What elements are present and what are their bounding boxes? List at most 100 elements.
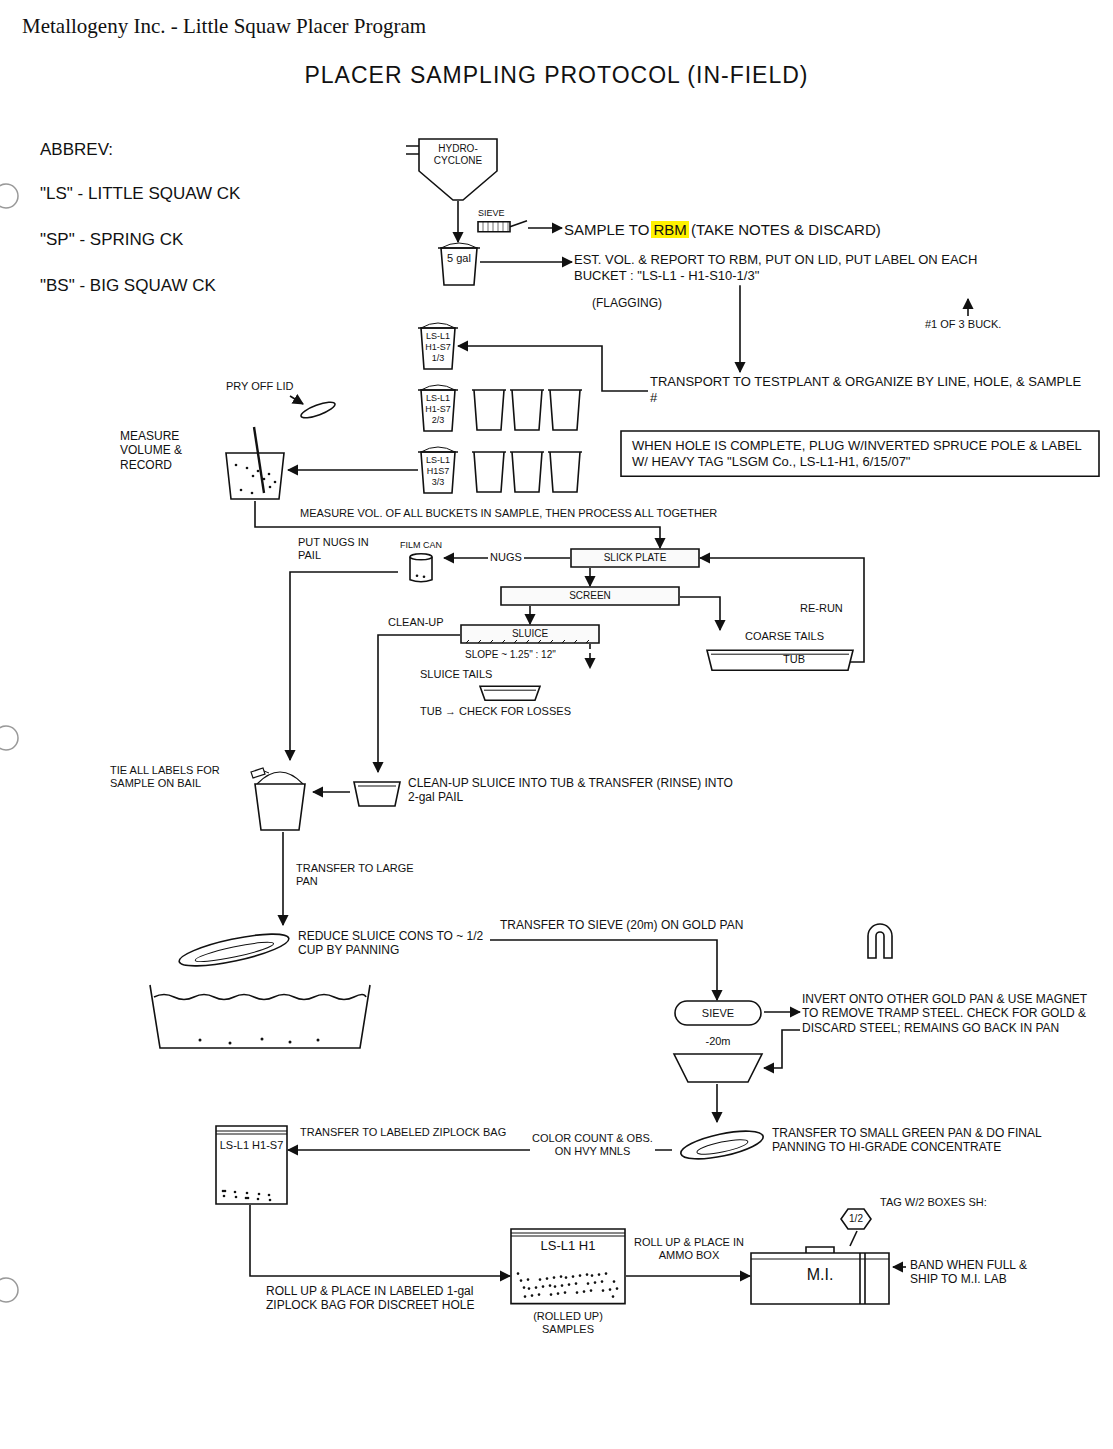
- outline-stroke: [483, 222, 484, 232]
- gravel-dot: [561, 1284, 564, 1287]
- ammo-box: M.I.: [750, 1245, 890, 1305]
- node-text: LS-L1 H1-S7 2/3: [420, 393, 456, 425]
- outline-stroke: [251, 768, 265, 778]
- gravel-dot: [257, 470, 260, 473]
- gravel-dot: [268, 473, 271, 476]
- punch-hole: [0, 726, 18, 750]
- gravel-dot: [258, 1193, 261, 1196]
- sample-pail: TIE ALL LABELS FOR SAMPLE ON BAIL: [108, 760, 313, 832]
- step-note: SAMPLE TO RBM (TAKE NOTES & DISCARD): [562, 219, 1002, 241]
- outline-stroke: [510, 221, 527, 227]
- flow-arrow: [680, 597, 720, 630]
- node-text: SLICK PLATE: [576, 552, 694, 564]
- flow-arrow: [716, 1084, 718, 1122]
- empty-bucket: [510, 390, 544, 430]
- outline-stroke: [526, 640, 529, 643]
- gravel-dot: [246, 1192, 249, 1195]
- sediment-dot: [261, 1038, 264, 1041]
- outline-stroke: [421, 390, 455, 431]
- bucket: LS-L1 H1-S7 1/3: [418, 322, 458, 370]
- edge-label: MEASURE VOL. OF ALL BUCKETS IN SAMPLE, T…: [300, 507, 717, 520]
- pan-bottom: [194, 939, 274, 965]
- flow-arrow: [378, 635, 460, 772]
- flow-arrow: [282, 832, 284, 925]
- edge-label: NUGS: [488, 551, 524, 564]
- node-text: MEASURE VOLUME & RECORD: [120, 429, 216, 472]
- gravel-dot: [560, 1275, 563, 1278]
- company-heading: Metallogeny Inc. - Little Squaw Placer P…: [22, 14, 426, 39]
- flow-arrow: [313, 791, 350, 793]
- flow-arrow: [528, 227, 562, 229]
- gravel-dot: [550, 1293, 553, 1296]
- gravel-dot: [587, 1282, 590, 1285]
- outline-stroke: [707, 650, 853, 670]
- outline-stroke: [264, 771, 269, 773]
- bucket: 5 gal: [438, 242, 480, 286]
- gravel-dot: [528, 1287, 531, 1290]
- gravel-dot: [565, 1276, 568, 1279]
- gravel-dot: [542, 1285, 545, 1288]
- sediment-dot: [199, 1039, 202, 1042]
- outline-stroke: [511, 1233, 625, 1236]
- empty-bucket: [548, 390, 582, 430]
- outline-stroke: [841, 1209, 871, 1229]
- gravel-dot: [572, 1275, 575, 1278]
- page-title: PLACER SAMPLING PROTOCOL (IN-FIELD): [0, 62, 1113, 90]
- flow-arrow: [288, 469, 418, 471]
- bucket-lid: [299, 399, 336, 421]
- sediment-dot: [289, 1041, 292, 1044]
- gravel-dot: [234, 1191, 237, 1194]
- note-text: (FLAGGING): [592, 296, 662, 310]
- outline-stroke: [538, 640, 541, 643]
- outline-stroke: [255, 784, 305, 830]
- gravel-dot: [601, 1280, 604, 1283]
- sluice-box: SLUICE: [460, 624, 600, 644]
- outline-stroke: [550, 640, 553, 643]
- node-text: SAMPLE TO RBM (TAKE NOTES & DISCARD): [564, 221, 1000, 239]
- magnet-symbol: [868, 924, 892, 958]
- outline-stroke: [421, 323, 455, 328]
- node-text: EST. VOL. & REPORT TO RBM, PUT ON LID, P…: [574, 252, 1010, 283]
- gravel-dot: [564, 1291, 567, 1294]
- node-text: LS-L1 H1: [514, 1238, 622, 1254]
- node-text: COARSE TAILS: [745, 630, 843, 643]
- outline-stroke: [490, 640, 493, 643]
- outline-stroke: [418, 389, 458, 391]
- gravel-dot: [224, 1190, 227, 1193]
- gravel-dot: [269, 1199, 272, 1202]
- outline-stroke: [421, 452, 455, 493]
- empty-bucket: [472, 390, 506, 430]
- punch-hole: [0, 184, 18, 208]
- gravel-dot: [268, 1194, 271, 1197]
- gravel-dot: [520, 1279, 523, 1282]
- gallon-bag: LS-L1 H1 (ROLLED UP) SAMPLES: [510, 1228, 626, 1336]
- gravel-dot: [602, 1289, 605, 1292]
- node-text: (ROLLED UP) SAMPLES: [514, 1310, 622, 1336]
- node-text: REDUCE SLUICE CONS TO ~ 1/2 CUP BY PANNI…: [298, 929, 486, 958]
- gravel-dot: [527, 1278, 530, 1281]
- empty-bucket: [510, 452, 544, 492]
- gravel-dot: [590, 1289, 593, 1292]
- flow-arrow: [589, 644, 591, 668]
- abbreviation: "BS" - BIG SQUAW CK: [40, 276, 216, 296]
- gravel-dot: [575, 1282, 578, 1285]
- node-text: SCREEN: [506, 590, 674, 602]
- flow-arrow: [290, 572, 398, 760]
- sieve-rim: [675, 1001, 761, 1025]
- outline-stroke: [216, 1126, 287, 1204]
- wash-basin: [150, 985, 370, 1048]
- outline-stroke: [562, 640, 565, 643]
- node-text: WHEN HOLE IS COMPLETE, PLUG W/INVERTED S…: [632, 438, 1090, 469]
- outline-stroke: [421, 447, 455, 452]
- gravel-dot: [223, 1195, 226, 1198]
- gravel-dot: [576, 1291, 579, 1294]
- flow-arrow: [529, 606, 531, 624]
- outline-stroke: [488, 222, 489, 232]
- step-note: INVERT ONTO OTHER GOLD PAN & USE MAGNET …: [800, 990, 1100, 1037]
- gravel-dot: [524, 1295, 527, 1298]
- node-text: TRANSPORT TO TESTPLANT & ORGANIZE BY LIN…: [650, 374, 1091, 405]
- sieve-symbol: SIEVE: [476, 208, 528, 235]
- pan-bottom: [696, 1137, 749, 1158]
- gravel-dot: [523, 1286, 526, 1289]
- outline-stroke: [621, 431, 1099, 476]
